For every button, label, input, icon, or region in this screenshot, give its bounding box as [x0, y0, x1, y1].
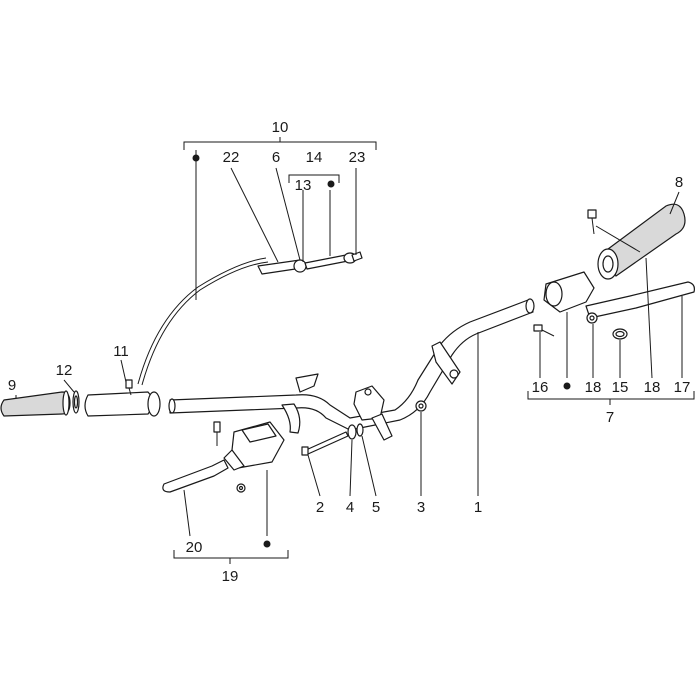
bolt-2: [301, 431, 349, 456]
callout-1: 1: [474, 499, 482, 516]
callout-17: 17: [674, 379, 691, 396]
left-switch-tube: [84, 391, 161, 417]
callout-18-a: 18: [585, 379, 602, 396]
assembly-dot-icon: [563, 382, 571, 390]
cable-10: [137, 257, 269, 386]
callout-3: 3: [417, 499, 425, 516]
screw-11: [125, 379, 133, 396]
callout-23: 23: [349, 149, 366, 166]
callout-2: 2: [316, 499, 324, 516]
callout-11: 11: [113, 343, 129, 360]
assembly-dot-icon: [327, 180, 335, 188]
callout-15: 15: [612, 379, 629, 396]
cable-adjuster: [257, 251, 363, 275]
callout-20: 20: [186, 539, 203, 556]
nut-18: [586, 312, 598, 324]
callout-7: 7: [606, 409, 614, 426]
leader-lines: [15, 150, 683, 537]
assembly-dots: [192, 154, 571, 548]
screw-top-right: [587, 209, 597, 235]
callout-5: 5: [372, 499, 380, 516]
screw-16: [533, 324, 555, 337]
callout-4: 4: [346, 499, 354, 516]
clamp-16: [543, 271, 595, 313]
right-grip-8: [597, 203, 686, 280]
callout-13: 13: [295, 177, 312, 194]
callout-16: 16: [532, 379, 549, 396]
brake-lever-17: [585, 281, 695, 319]
callout-22: 22: [223, 149, 240, 166]
bracket-group-14: [288, 174, 340, 183]
bracket-group-10: [183, 137, 377, 150]
washer-5: [356, 423, 364, 437]
washer-4: [347, 424, 357, 440]
callout-labels: 10 22 6 14 23 13 8 11 12 9 16 18 15 18 1…: [8, 119, 691, 585]
assembly-dot-icon: [263, 540, 271, 548]
handlebar-tube: [168, 298, 535, 441]
callout-10: 10: [272, 119, 289, 136]
assembly-dot-icon: [192, 154, 200, 162]
callout-12: 12: [56, 362, 73, 379]
left-grip-9: [0, 390, 71, 417]
brake-lever-20: [162, 459, 229, 493]
spring-15: [612, 328, 628, 340]
master-cylinder-19: [213, 421, 285, 493]
callout-6: 6: [272, 149, 280, 166]
washer-12: [72, 390, 80, 414]
nut-3: [415, 400, 427, 412]
callout-19: 19: [222, 568, 239, 585]
callout-9: 9: [8, 377, 16, 394]
bracket-group-7: [527, 391, 695, 405]
bracket-group-19: [173, 550, 289, 564]
callout-8: 8: [675, 174, 683, 191]
callout-18-b: 18: [644, 379, 661, 396]
callout-14: 14: [306, 149, 323, 166]
